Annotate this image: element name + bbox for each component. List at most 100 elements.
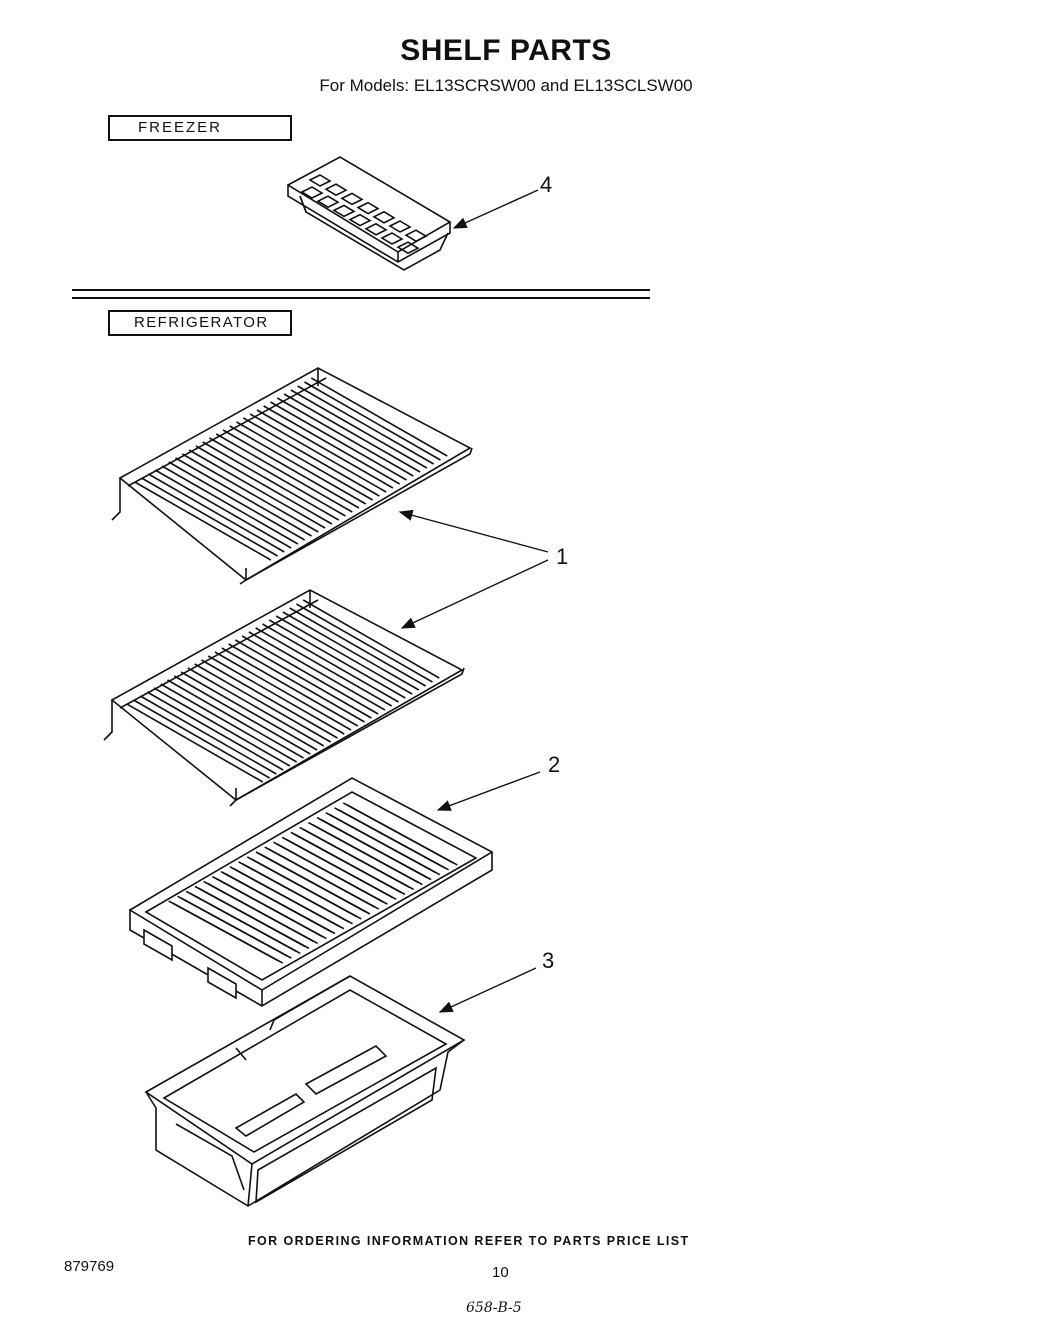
refrigerator-section-label: REFRIGERATOR: [108, 310, 292, 336]
illustration-stroke: [229, 425, 367, 505]
illustration-stroke: [207, 655, 345, 735]
illustration-stroke: [283, 393, 421, 473]
illustration-stroke: [303, 828, 415, 891]
ice-cell: [332, 204, 356, 218]
illustration-stroke: [201, 659, 338, 739]
ice-cell: [316, 195, 340, 209]
illustration-stroke: [221, 647, 359, 727]
illustration-stroke: [198, 887, 310, 950]
illustration-stroke: [181, 897, 292, 959]
illustration-stroke: [241, 635, 379, 715]
illustration-stroke: [250, 858, 362, 920]
illustration-stroke: [224, 872, 336, 935]
illustration-stroke: [172, 902, 284, 964]
illustration-stroke: [214, 651, 352, 731]
ice-cell: [404, 229, 428, 243]
illustration-stroke: [187, 667, 325, 747]
ice-cell: [372, 210, 396, 224]
illustration-stroke: [234, 639, 372, 719]
illustration-stroke: [168, 461, 306, 541]
ice-cell: [380, 232, 404, 245]
wire-shelf-lower: [103, 589, 465, 807]
illustration-stroke: [147, 473, 285, 553]
illustration-stroke: [161, 465, 299, 545]
illustration-stroke: [320, 818, 432, 881]
document-number: 879769: [64, 1258, 115, 1275]
ice-tray-cells: [300, 174, 428, 255]
crisper-pan: [144, 975, 466, 1207]
illustration-stroke: [195, 445, 333, 525]
callout-wire-shelf: 1: [556, 544, 569, 569]
illustration-stroke: [228, 643, 365, 723]
section-divider: [72, 289, 650, 299]
callout-leaders: [398, 189, 549, 1013]
illustration-stroke: [154, 469, 292, 549]
illustration-stroke: [181, 453, 319, 533]
illustration-stroke: [180, 671, 318, 751]
illustration-stroke: [268, 848, 380, 910]
illustration-stroke: [268, 619, 406, 699]
illustration-stroke: [256, 409, 394, 489]
illustration-stroke: [188, 449, 326, 529]
illustration-stroke: [215, 433, 353, 513]
illustration-stroke: [222, 429, 360, 509]
illustration-stroke: [302, 599, 440, 679]
illustration-stroke: [285, 838, 397, 900]
illustration-stroke: [134, 481, 272, 561]
illustration-stroke: [126, 703, 264, 783]
illustration-stroke: [296, 603, 433, 683]
illustration-stroke: [215, 877, 327, 940]
callout-crisper-cover: 2: [548, 752, 561, 777]
illustration-stroke: [289, 607, 427, 687]
illustration-stroke: [290, 389, 428, 469]
illustration-stroke: [275, 615, 413, 695]
ordering-note: FOR ORDERING INFORMATION REFER TO PARTS …: [248, 1234, 690, 1248]
illustration-stroke: [141, 477, 278, 557]
illustration-stroke: [346, 804, 458, 866]
handwritten-code: 658-B-5: [466, 1300, 522, 1316]
ice-cell: [356, 201, 380, 215]
wire-shelf-upper: [111, 367, 473, 585]
crisper-cover-slots: [168, 802, 458, 964]
illustration-stroke: [255, 627, 393, 707]
ice-cell: [348, 213, 372, 227]
illustration-stroke: [236, 421, 373, 501]
callout-crisper-pan: 3: [542, 948, 555, 973]
illustration-stroke: [262, 623, 399, 703]
ice-cell: [364, 222, 388, 236]
wire-shelf-upper-bars: [134, 377, 448, 561]
illustration-stroke: [173, 675, 311, 755]
crisper-cover: [128, 777, 494, 1007]
illustration-stroke: [209, 437, 346, 517]
illustration-stroke: [248, 631, 386, 711]
illustration-stroke: [146, 691, 284, 771]
illustration-stroke: [329, 814, 441, 876]
page-number: 10: [492, 1264, 509, 1281]
illustration-stroke: [194, 663, 332, 743]
illustration-stroke: [297, 385, 435, 465]
illustration-stroke: [139, 695, 277, 775]
illustration-stroke: [242, 863, 353, 925]
illustration-stroke: [133, 699, 270, 779]
illustration-stroke: [276, 397, 414, 477]
freezer-section-label: FREEZER: [108, 115, 292, 141]
illustration-stroke: [202, 441, 340, 521]
illustration-stroke: [160, 683, 298, 763]
illustration-stroke: [167, 679, 304, 759]
ice-cell: [388, 220, 412, 233]
illustration-stroke: [338, 809, 449, 871]
ice-cell: [324, 183, 348, 197]
illustration-stroke: [270, 401, 407, 481]
illustration-stroke: [189, 892, 301, 954]
ice-cell: [300, 186, 324, 199]
page-title: SHELF PARTS: [400, 34, 612, 67]
illustration-stroke: [242, 417, 380, 497]
ice-cell: [340, 192, 364, 206]
illustration-stroke: [311, 823, 423, 886]
illustration-stroke: [277, 843, 388, 905]
illustration-stroke: [263, 405, 401, 485]
illustration-stroke: [294, 833, 406, 896]
illustration-stroke: [259, 853, 371, 915]
illustration-stroke: [304, 381, 441, 461]
